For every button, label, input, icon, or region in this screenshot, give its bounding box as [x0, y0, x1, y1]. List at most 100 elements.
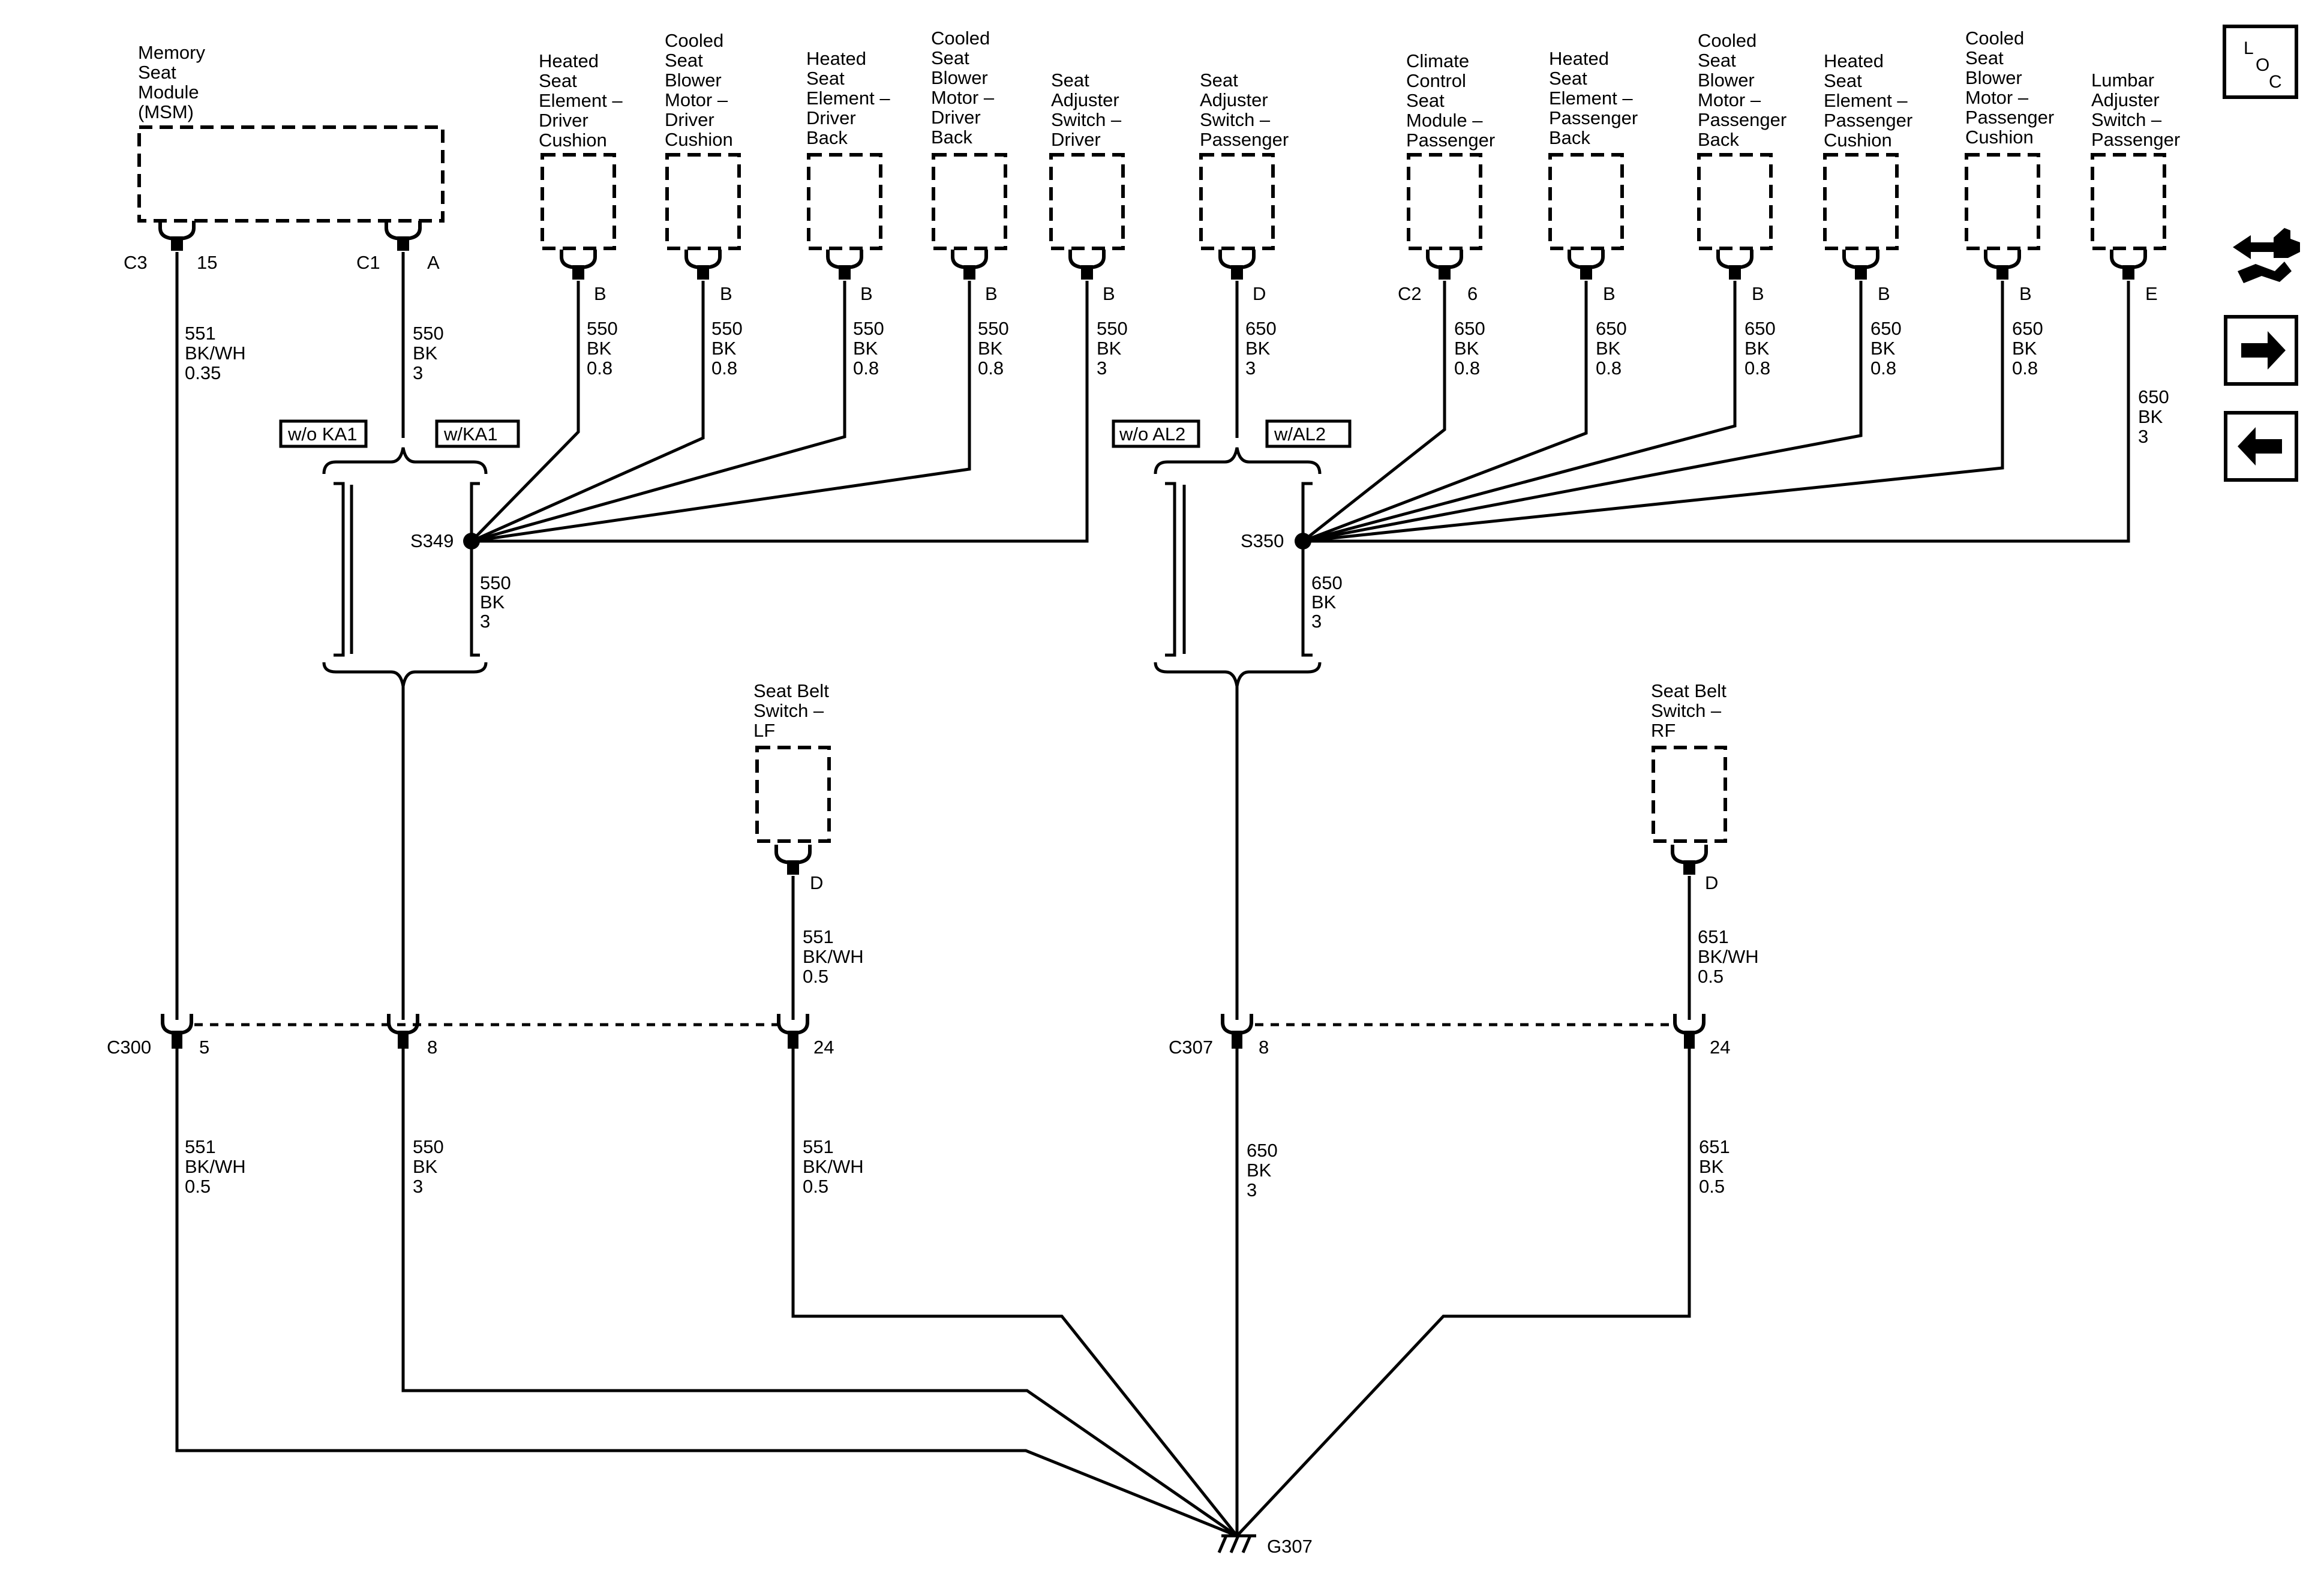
connector-c300: C300 5 8 24	[107, 1014, 834, 1058]
heated-seat-driver-cushion: Heated Seat Element – Driver Cushion B	[539, 50, 623, 304]
component-label: Heated	[539, 50, 599, 71]
wire-adj-drv	[472, 281, 1089, 543]
component-label: Back	[1549, 127, 1590, 148]
pin-label: 24	[1710, 1037, 1730, 1058]
component-label: Passenger	[1965, 107, 2054, 128]
wire-label: BK	[978, 338, 1003, 359]
heated-seat-passenger-cushion: Heated Seat Element – Passenger Cushion …	[1823, 50, 1912, 304]
component-label: Switch –	[1051, 109, 1122, 130]
component-label: Seat	[1051, 70, 1089, 91]
wire-label: 651	[1699, 1136, 1730, 1157]
component-label: Cooled	[1965, 28, 2024, 49]
component-label: Seat	[665, 50, 703, 71]
pin-label: B	[1603, 283, 1616, 304]
component-label: Climate	[1406, 50, 1469, 71]
component-label: Adjuster	[2091, 89, 2160, 110]
wire-label: 650	[1744, 318, 1776, 339]
wire-label: BK	[1311, 592, 1337, 613]
component-label: Passenger	[1406, 130, 1495, 151]
component-dashed-box	[1965, 153, 2040, 250]
wire-label: 650	[2012, 318, 2043, 339]
component-label: Seat	[539, 70, 577, 91]
previous-page-button[interactable]	[2224, 411, 2298, 482]
wire-label: BK/WH	[1698, 946, 1759, 967]
component-label: Seat	[1200, 70, 1238, 91]
pin-label: D	[1253, 283, 1266, 304]
option-w-ka1-label: w/KA1	[443, 424, 498, 445]
cooled-seat-passenger-back: Cooled Seat Blower Motor – Passenger Bac…	[1697, 30, 1786, 304]
component-label: RF	[1651, 720, 1676, 741]
pin-label: 8	[427, 1037, 437, 1058]
component-label: Back	[1698, 129, 1739, 150]
wire-label: 0.8	[2012, 358, 2038, 379]
component-dashed-box	[1652, 746, 1727, 843]
wire-label: BK	[1596, 338, 1621, 359]
wire-label: 650	[1870, 318, 1902, 339]
component-label: Control	[1406, 70, 1466, 91]
seat-adjuster-switch-passenger: Seat Adjuster Switch – Passenger D	[1199, 70, 1289, 304]
component-label: Seat Belt	[753, 680, 829, 701]
wire-label: 550	[978, 318, 1009, 339]
pin-label: B	[2019, 283, 2032, 304]
option-al2: w/o AL2 w/AL2	[1112, 419, 1352, 687]
wire-hs-drv-cush	[470, 281, 580, 542]
option-wo-al2-box	[1112, 419, 1200, 448]
wire-label: 0.8	[853, 358, 879, 379]
loc-letter: C	[2269, 72, 2282, 92]
wire-label: 650	[1247, 1140, 1278, 1161]
component-label: Switch –	[1651, 700, 1722, 721]
wire-label: BK	[480, 592, 505, 613]
climate-control-seat-module-passenger: Climate Control Seat Module – Passenger …	[1398, 50, 1495, 304]
connector-view-icon[interactable]	[2233, 228, 2300, 283]
loc-button[interactable]: L O C	[2223, 25, 2298, 99]
wire-label: 3	[1311, 611, 1322, 632]
splice-s349: S349	[410, 530, 480, 551]
wire-label: BK	[587, 338, 612, 359]
component-label: Driver	[665, 109, 714, 130]
connector-c307: C307 8 24	[1169, 1014, 1730, 1058]
wire-label: 0.5	[803, 966, 828, 987]
pin-label: 6	[1467, 283, 1478, 304]
option-ka1: w/o KA1 w/KA1	[279, 419, 520, 687]
component-dashed-box	[665, 153, 741, 250]
component-label: Passenger	[1824, 110, 1912, 131]
wire-label: BK/WH	[803, 1156, 864, 1177]
pin-label: B	[1103, 283, 1115, 304]
component-label: Driver	[806, 107, 856, 128]
wire-label: 3	[2138, 426, 2148, 447]
pin-label: B	[1752, 283, 1764, 304]
wire-cs-drv-back	[471, 281, 971, 543]
wire-hs-pass-cush	[1302, 281, 1863, 543]
pin-label: B	[985, 283, 998, 304]
next-page-button[interactable]	[2224, 315, 2298, 386]
connector-label: C2	[1398, 283, 1422, 304]
component-label: Cushion	[665, 129, 733, 150]
wire-c300-5-ground	[175, 1049, 1238, 1538]
wire-label: 3	[1247, 1179, 1257, 1200]
seat-belt-switch-rf: Seat Belt Switch – RF D	[1651, 680, 1727, 893]
ground-label: G307	[1267, 1536, 1313, 1557]
splice-s350: S350	[1241, 530, 1311, 551]
component-dashed-box	[2091, 153, 2166, 250]
wire-label: 550	[413, 323, 444, 344]
pin-label: B	[594, 283, 606, 304]
component-label: Cooled	[665, 30, 723, 51]
cooled-seat-driver-cushion: Cooled Seat Blower Motor – Driver Cushio…	[665, 30, 741, 304]
wire-label: 0.5	[1698, 966, 1724, 987]
component-label: Seat	[931, 47, 969, 68]
wire-label: BK	[1245, 338, 1271, 359]
wire-label: 550	[711, 318, 743, 339]
cooled-seat-passenger-cushion: Cooled Seat Blower Motor – Passenger Cus…	[1965, 28, 2054, 304]
component-label: Cushion	[1965, 127, 2034, 148]
component-label: Driver	[1051, 129, 1101, 150]
wire-cs-pass-cush	[1302, 281, 2004, 543]
component-label: Heated	[1549, 48, 1609, 69]
pin-label: D	[1705, 872, 1718, 893]
option-wo-ka1-box	[279, 419, 368, 448]
wire-label: 3	[480, 611, 490, 632]
connector-label: C300	[107, 1037, 151, 1058]
component-label: Switch –	[753, 700, 824, 721]
component-dashed-box	[1199, 153, 1275, 250]
component-label: Driver	[931, 107, 981, 128]
